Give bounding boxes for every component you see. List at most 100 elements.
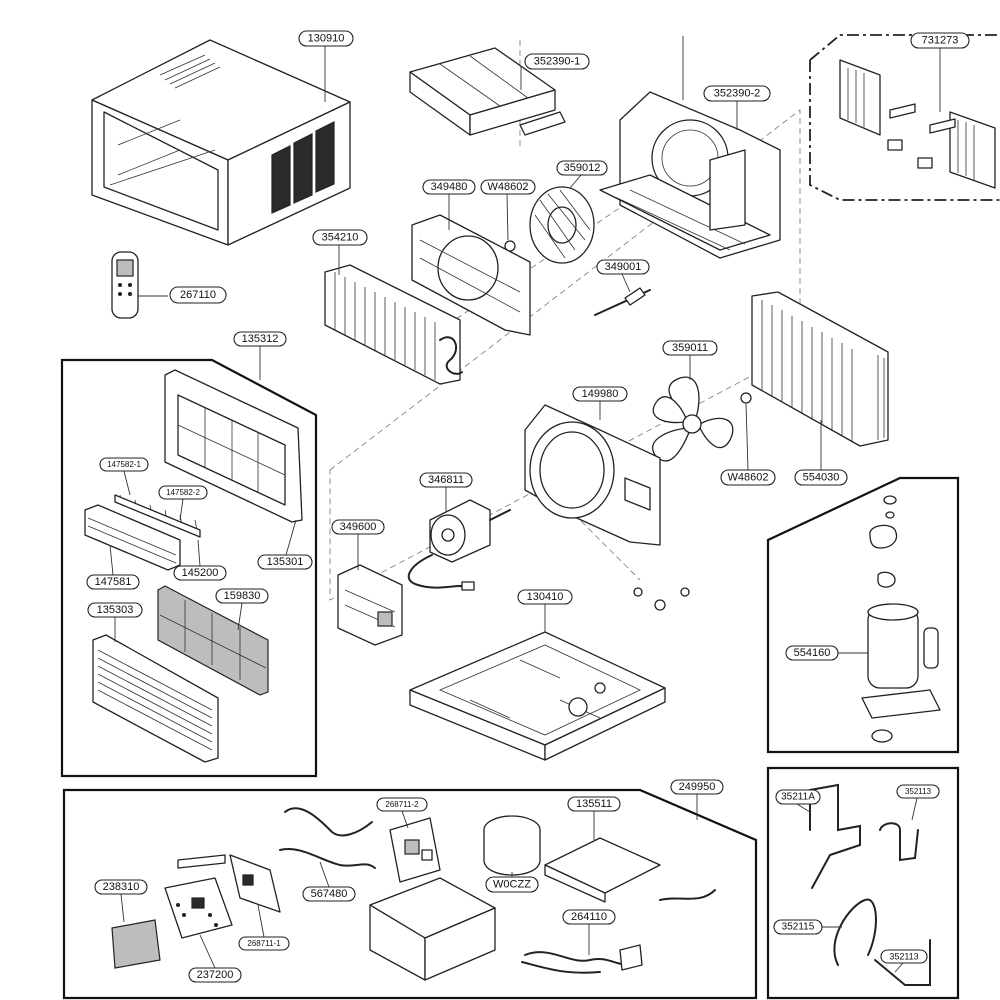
callout-text: 149980 bbox=[582, 388, 619, 400]
callout-w0czz: W0CZZ bbox=[485, 876, 539, 893]
callout-352113-bottom: 352113 bbox=[880, 949, 928, 964]
callout-731273: 731273 bbox=[910, 32, 970, 49]
remote-control-part[interactable] bbox=[111, 251, 139, 319]
leader-lines bbox=[109, 46, 941, 973]
suction-tube-part[interactable] bbox=[879, 822, 919, 862]
callout-35211a: 35211A bbox=[775, 789, 821, 805]
callout-text: 147582-1 bbox=[107, 460, 141, 469]
callout-text: 354210 bbox=[322, 232, 359, 244]
capillary-tube-part[interactable] bbox=[833, 898, 877, 966]
motor-mount-part[interactable] bbox=[337, 564, 403, 646]
callout-text: 359012 bbox=[564, 162, 601, 174]
callout-349001: 349001 bbox=[596, 259, 650, 275]
callout-text: 268711-1 bbox=[247, 939, 281, 948]
connecting-tube-part[interactable] bbox=[874, 939, 931, 986]
control-panel-part[interactable] bbox=[164, 877, 233, 939]
callout-text: 159830 bbox=[224, 590, 261, 602]
callout-text: 268711-2 bbox=[385, 800, 419, 809]
screw-set-part[interactable] bbox=[633, 587, 690, 611]
callout-264110: 264110 bbox=[562, 909, 616, 925]
callout-text: 554030 bbox=[803, 472, 840, 484]
callout-text: 147581 bbox=[95, 576, 132, 588]
orifice-panel-part[interactable] bbox=[411, 214, 531, 336]
callout-268711-2: 268711-2 bbox=[376, 797, 428, 812]
callout-text: W0CZZ bbox=[493, 879, 531, 891]
callout-text: 237200 bbox=[197, 969, 234, 981]
callout-554160: 554160 bbox=[785, 645, 839, 661]
ribbon-cable-part[interactable] bbox=[177, 854, 226, 869]
blower-housing-part[interactable] bbox=[599, 36, 781, 259]
callout-w48602-bottom: W48602 bbox=[720, 469, 776, 486]
tubing-group-frame bbox=[766, 766, 960, 1000]
fan-motor-part[interactable] bbox=[407, 499, 511, 591]
callout-text: 130910 bbox=[308, 33, 345, 45]
inlet-grille-part[interactable] bbox=[92, 634, 219, 763]
relay-board-part[interactable] bbox=[389, 817, 441, 883]
callout-159830: 159830 bbox=[215, 588, 269, 604]
blower-wheel-part[interactable] bbox=[529, 186, 595, 264]
propeller-fan-part[interactable] bbox=[652, 376, 734, 462]
callout-267110: 267110 bbox=[169, 286, 227, 304]
mounting-kit-part[interactable] bbox=[809, 34, 1000, 201]
thermistor-holder-part[interactable] bbox=[594, 287, 651, 316]
callout-135303: 135303 bbox=[87, 602, 143, 618]
callout-349480: 349480 bbox=[422, 179, 476, 195]
control-label-part[interactable] bbox=[111, 919, 161, 969]
compressor-group-frame bbox=[766, 476, 960, 754]
callout-text: 135301 bbox=[267, 556, 304, 568]
callout-135301: 135301 bbox=[257, 554, 313, 570]
condenser-coil-part[interactable] bbox=[751, 291, 889, 447]
callout-text: 352113 bbox=[905, 787, 932, 796]
air-filter-part[interactable] bbox=[157, 585, 269, 696]
callout-text: 352113 bbox=[889, 952, 918, 962]
callout-text: 130410 bbox=[527, 591, 564, 603]
wire-harness-part[interactable] bbox=[279, 807, 376, 869]
control-group-frame bbox=[62, 788, 758, 1000]
cabinet-case-part[interactable] bbox=[91, 39, 351, 246]
base-pan-part[interactable] bbox=[409, 631, 666, 761]
callout-text: 554160 bbox=[794, 647, 831, 659]
callout-text: 249950 bbox=[679, 781, 716, 793]
air-guide-tray-part[interactable] bbox=[409, 47, 566, 136]
callout-text: 346811 bbox=[428, 474, 464, 486]
display-board-part[interactable] bbox=[229, 854, 281, 913]
front-panel-frame-part[interactable] bbox=[164, 369, 303, 523]
callout-text: 135303 bbox=[97, 604, 134, 616]
callout-text: 135312 bbox=[242, 333, 279, 345]
control-cover-part[interactable] bbox=[544, 837, 661, 903]
callout-147581: 147581 bbox=[86, 574, 140, 590]
callout-149980: 149980 bbox=[572, 386, 628, 402]
callout-238310: 238310 bbox=[94, 879, 148, 895]
callout-352390-2: 352390-2 bbox=[703, 85, 771, 102]
control-box-part[interactable] bbox=[369, 877, 496, 981]
callout-554030: 554030 bbox=[794, 469, 848, 486]
evaporator-coil-part[interactable] bbox=[324, 264, 463, 385]
callout-352390-1: 352390-1 bbox=[524, 53, 590, 70]
capacitor-part[interactable] bbox=[483, 815, 541, 876]
callout-237200: 237200 bbox=[188, 967, 242, 983]
front-panel-group-frame bbox=[60, 358, 318, 778]
callout-130410: 130410 bbox=[517, 589, 573, 605]
callout-135312: 135312 bbox=[233, 331, 287, 347]
louver-blade-part[interactable] bbox=[84, 504, 181, 571]
louver-clip-part[interactable] bbox=[114, 494, 201, 538]
callout-text: 352390-2 bbox=[714, 88, 761, 100]
callout-352115: 352115 bbox=[773, 919, 823, 935]
discharge-tube-part[interactable] bbox=[809, 783, 861, 889]
callout-text: 135511 bbox=[576, 798, 612, 810]
fan-shroud-part[interactable] bbox=[524, 404, 661, 546]
callout-text: 352390-1 bbox=[534, 56, 581, 68]
nut-w48602-bottom-part[interactable] bbox=[740, 392, 752, 404]
callout-text: 238310 bbox=[103, 881, 140, 893]
lead-wire-part[interactable] bbox=[659, 889, 716, 901]
callout-text: 359011 bbox=[672, 342, 708, 354]
callout-text: 264110 bbox=[571, 911, 607, 923]
callout-249950: 249950 bbox=[670, 779, 724, 795]
power-cord-part[interactable] bbox=[521, 944, 643, 974]
callout-567480: 567480 bbox=[302, 886, 356, 902]
callout-w48602-top: W48602 bbox=[480, 179, 536, 195]
callout-145200: 145200 bbox=[173, 565, 227, 581]
callout-text: W48602 bbox=[488, 181, 529, 193]
compressor-part[interactable] bbox=[861, 495, 941, 743]
